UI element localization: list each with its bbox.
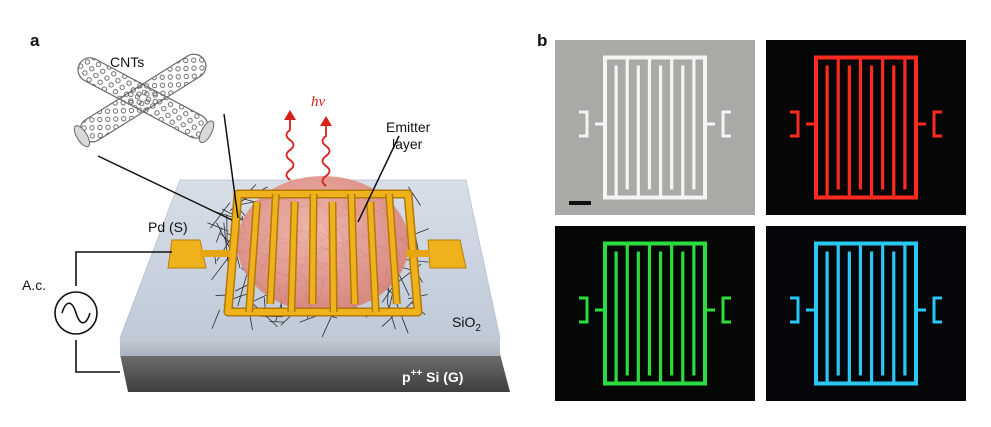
cnt-strand (210, 202, 231, 229)
contact-pad (579, 296, 589, 324)
panel-b: b (537, 31, 966, 401)
ac-source-icon (54, 291, 98, 335)
electrode-finger (246, 201, 260, 313)
cnt-strand (211, 309, 220, 329)
cnt-strand (211, 254, 232, 281)
scale-bar (569, 201, 591, 205)
drain-pad (406, 239, 467, 269)
electrode-finger (329, 201, 337, 313)
gold-electrode (223, 189, 423, 317)
cnt-strand (234, 284, 249, 292)
cnt-label: CNTs (110, 54, 144, 70)
contact-pad (790, 296, 800, 324)
image-background (555, 40, 755, 215)
panel-b-letter: b (537, 31, 547, 50)
panel-a: a (22, 31, 510, 392)
emitter-layer (237, 176, 409, 312)
emitter-label-line1: Emitter (386, 119, 431, 135)
electrode-finger (267, 193, 279, 305)
electrode-finger (386, 193, 400, 305)
source-pad (167, 239, 230, 269)
electrode-frame (603, 241, 707, 386)
oxide-front-face (120, 338, 500, 356)
electrode-frame (814, 55, 918, 200)
cnt-strand (408, 186, 421, 206)
image-background (555, 226, 755, 401)
substrate-layer (120, 354, 510, 392)
device-image-red (766, 40, 966, 215)
cnt-tubes-illustration (73, 53, 215, 148)
cnt-strand (215, 227, 223, 243)
device-image-optical (555, 40, 755, 215)
photon-emission-icon (284, 110, 332, 187)
substrate-label: p++ Si (G) (402, 368, 463, 385)
electrode-finger (288, 201, 298, 313)
oxide-label: SiO2 (452, 314, 481, 334)
cnt-strand (207, 222, 229, 232)
device-image-blue (766, 226, 966, 401)
contact-pad (721, 296, 731, 324)
image-background (766, 40, 966, 215)
source-label: Pd (S) (148, 219, 188, 235)
electrode-frame (814, 241, 918, 386)
cnt-strand (269, 321, 285, 323)
contact-pad (721, 110, 731, 138)
circuit-wires (75, 251, 172, 373)
panel-a-letter: a (30, 31, 40, 50)
contact-pad (579, 110, 589, 138)
image-background (766, 226, 966, 401)
cnt-pointer-lines (97, 113, 400, 223)
device-image-green (555, 226, 755, 401)
contact-pad (932, 296, 942, 324)
electrode-finger (367, 201, 379, 313)
electrode-finger (348, 193, 358, 305)
electrode-frame (603, 55, 707, 200)
emitter-label-line2: layer (392, 136, 423, 152)
contact-pad (932, 110, 942, 138)
electrode-finger (309, 193, 317, 305)
contact-pad (790, 110, 800, 138)
ac-label: A.c. (22, 277, 46, 293)
photon-label: hν (311, 94, 326, 110)
